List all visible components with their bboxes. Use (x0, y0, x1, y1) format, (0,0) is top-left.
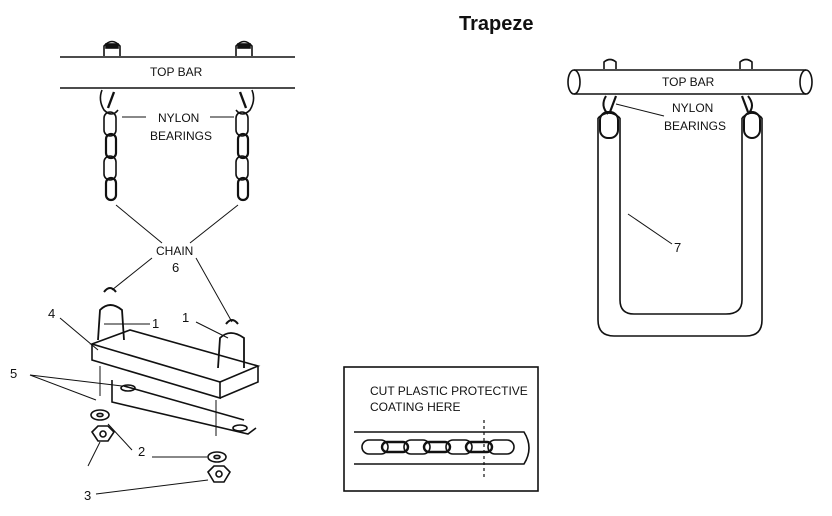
swing-chain-label: CHAIN (156, 244, 193, 258)
swing-chain-callout: 6 (172, 260, 179, 275)
swing-nylon-label-2: BEARINGS (150, 129, 212, 143)
swing-right-chain (235, 89, 255, 202)
washer-left (90, 409, 110, 421)
trapeze-loop (597, 111, 763, 337)
swing-top-bar-label: TOP BAR (150, 65, 203, 79)
swing-nylon-label-1: NYLON (158, 111, 199, 125)
swing-top-bar (60, 40, 295, 89)
callout-4: 4 (48, 306, 55, 321)
cut-coating-inset: CUT PLASTIC PROTECTIVE COATING HERE (343, 366, 539, 492)
callout-5: 5 (10, 366, 17, 381)
callout-1-right: 1 (182, 310, 189, 325)
trapeze-nylon-label-2: BEARINGS (664, 119, 726, 133)
trapeze-callout-7: 7 (674, 240, 681, 255)
swing-seat (89, 329, 261, 400)
callout-2: 2 (138, 444, 145, 459)
swing-assembly: TOP BAR (29, 40, 295, 495)
trapeze-top-bar (567, 58, 813, 95)
seat-hook-left (97, 287, 125, 341)
seat-hook-right (217, 319, 245, 369)
trapeze-assembly: TOP BAR (567, 58, 813, 337)
washer-right (207, 451, 227, 463)
swing-left-chain (99, 89, 119, 202)
coated-chain (354, 420, 530, 478)
callout-1-left: 1 (152, 316, 159, 331)
nut-right (206, 465, 232, 483)
trapeze-nylon-label-1: NYLON (672, 101, 713, 115)
inset-line-2: COATING HERE (370, 400, 460, 414)
callout-3: 3 (84, 488, 91, 503)
seat-bracket (99, 366, 257, 436)
nut-left (90, 425, 116, 442)
trapeze-top-bar-label: TOP BAR (662, 75, 715, 89)
inset-line-1: CUT PLASTIC PROTECTIVE (370, 384, 528, 398)
diagram-title: Trapeze (459, 13, 533, 35)
